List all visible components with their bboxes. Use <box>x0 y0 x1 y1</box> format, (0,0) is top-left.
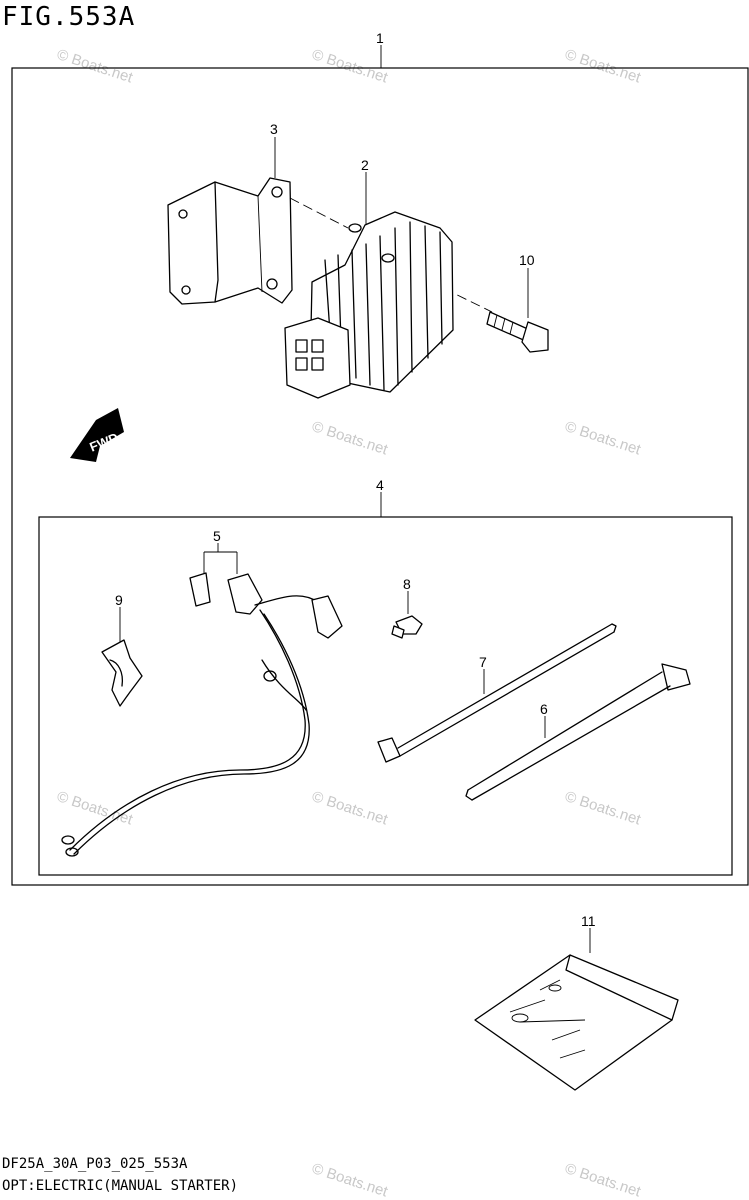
callout-5: 5 <box>213 528 221 544</box>
bag-part-11 <box>474 954 679 1091</box>
assembly-frame <box>11 67 749 886</box>
regulator-part-2 <box>284 211 454 399</box>
callout-9: 9 <box>115 592 123 608</box>
callout-3: 3 <box>270 121 278 137</box>
clamp-part-9 <box>101 639 143 707</box>
bracket-part-3 <box>167 177 293 305</box>
figure-title: FIG.553A <box>2 2 136 32</box>
callout-10: 10 <box>519 252 535 268</box>
cable-tie-part-7 <box>377 623 617 763</box>
harness-frame <box>38 516 733 876</box>
cable-tie-part-6 <box>465 663 691 801</box>
figure-code: DF25A_30A_P03_025_553A <box>2 1156 188 1172</box>
callout-7: 7 <box>479 654 487 670</box>
figure-caption: OPT:ELECTRIC(MANUAL STARTER) <box>2 1178 239 1194</box>
fwd-arrow-icon: FWD <box>70 408 124 462</box>
callout-11: 11 <box>581 913 596 929</box>
callout-8: 8 <box>403 576 411 592</box>
bolt-part-10 <box>486 311 549 353</box>
harness-part-5 <box>61 572 343 857</box>
screw-part-8 <box>391 615 423 639</box>
callout-6: 6 <box>540 701 548 717</box>
callout-4: 4 <box>376 477 384 493</box>
callout-2: 2 <box>361 157 369 173</box>
callout-1: 1 <box>376 30 384 46</box>
